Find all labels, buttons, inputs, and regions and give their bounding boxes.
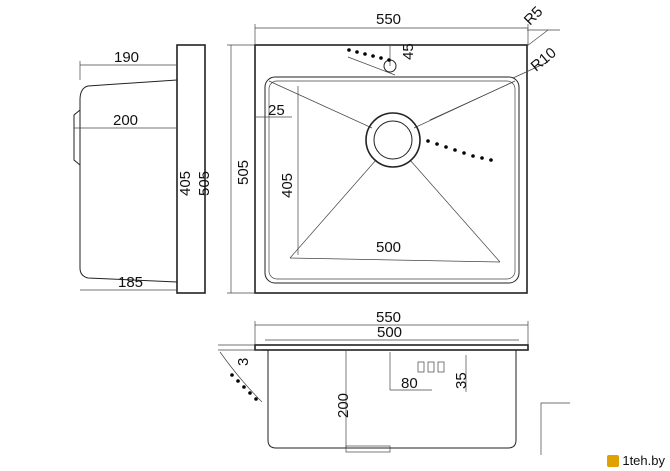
plan-bowl-outline	[264, 76, 520, 284]
side-outer-height-label: 505	[196, 171, 213, 196]
side-bottom-width-label: 185	[118, 274, 143, 291]
drain-fitting-height-label: 35	[453, 372, 470, 389]
outer-radius-label: R5	[521, 3, 547, 29]
plan-top-width-label: 550	[376, 11, 401, 28]
front-depth-label: 200	[335, 393, 352, 418]
front-flange	[254, 344, 529, 351]
bowl-width-label: 500	[376, 239, 401, 256]
front-bowl-width-label: 500	[377, 324, 402, 341]
plan-height-label: 505	[235, 160, 252, 185]
side-inner-height-label: 405	[177, 171, 194, 196]
drain-outer-ring	[365, 112, 421, 168]
side-flange-outline	[176, 44, 206, 294]
drain-inner-ring	[373, 120, 413, 160]
bowl-edge-offset-label: 25	[268, 102, 285, 119]
watermark-text: 1teh.by	[622, 453, 665, 468]
side-top-width-label: 190	[114, 49, 139, 66]
inner-radius-label: R10	[528, 44, 560, 75]
side-mid-width-label: 200	[113, 112, 138, 129]
plan-outer-outline	[254, 44, 528, 294]
dotted-accent-front	[230, 373, 258, 401]
side-bowl-outline	[79, 79, 178, 283]
front-top-width-label: 550	[376, 309, 401, 326]
drain-fitting-width-label: 80	[401, 375, 418, 392]
dotted-accent-top	[347, 48, 391, 62]
drain-offset-label: 45	[400, 43, 417, 60]
bowl-height-label: 405	[279, 173, 296, 198]
watermark-logo-icon	[607, 454, 620, 467]
dotted-accent-drain	[426, 139, 493, 162]
front-bowl-outline	[267, 350, 517, 449]
watermark: 1teh.by	[604, 452, 668, 469]
flange-thickness-label: 3	[235, 358, 252, 366]
